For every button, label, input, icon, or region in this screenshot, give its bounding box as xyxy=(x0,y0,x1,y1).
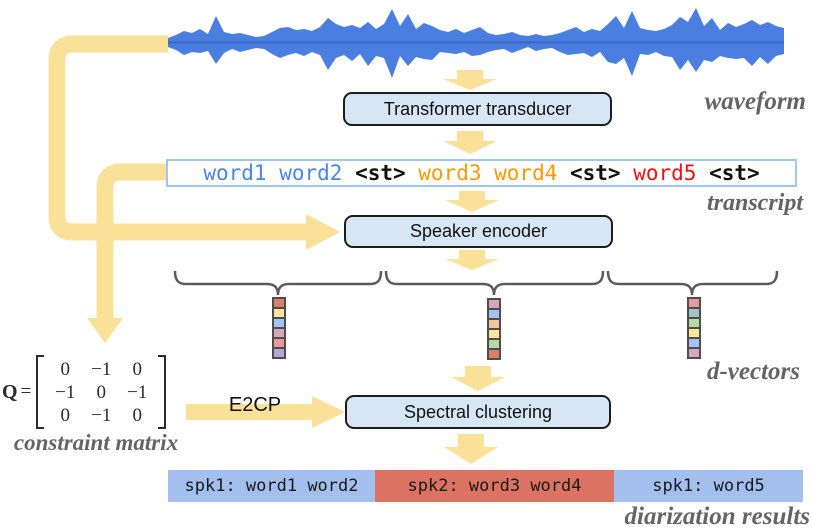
matrix-cell: 0 xyxy=(83,381,119,404)
transcript-token: word3 xyxy=(406,161,482,185)
diarization-segment: spk1: word1 word2 xyxy=(168,470,375,502)
speaker-encoder-arrowhead xyxy=(306,214,340,250)
matrix-cell: 0 xyxy=(119,358,155,381)
transcript-label: transcript xyxy=(600,190,803,217)
waveform-centerline xyxy=(168,41,784,44)
matrix-symbol: Q xyxy=(2,381,18,404)
diarization-bar: spk1: word1 word2spk2: word3 word4spk1: … xyxy=(168,470,803,502)
transformer-transducer-box: Transformer transducer xyxy=(343,92,612,126)
transcript-token: <st> xyxy=(696,161,759,185)
speaker-encoder-box: Speaker encoder xyxy=(344,215,613,248)
transformer-transducer-label: Transformer transducer xyxy=(384,99,571,120)
e2cp-label: E2CP xyxy=(200,394,310,417)
matrix-cell: 0 xyxy=(119,404,155,427)
constraint-matrix: Q = 0−10−10−10−10 xyxy=(2,355,166,429)
transcript-token: word5 xyxy=(621,161,697,185)
matrix-cell: −1 xyxy=(119,381,155,404)
d-vector-cell xyxy=(687,347,701,359)
speaker-encoder-label: Speaker encoder xyxy=(410,221,547,242)
waveform xyxy=(166,6,786,82)
d-vector-cell xyxy=(272,347,286,359)
arrow-transducer-to-transcript xyxy=(443,131,497,154)
d-vectors-label: d-vectors xyxy=(600,358,800,386)
arrow-speaker-encoder-to-dvectors xyxy=(445,250,499,270)
segment-brace-1 xyxy=(175,271,381,295)
spectral-clustering-label: Spectral clustering xyxy=(404,402,552,423)
arrow-dvectors-to-spectral xyxy=(451,366,505,391)
transcript-to-matrix-pipe xyxy=(105,172,166,319)
matrix-equals: = xyxy=(21,381,32,403)
transcript-token: word1 xyxy=(203,161,266,185)
segment-brace-3 xyxy=(608,271,777,295)
matrix-left-bracket xyxy=(36,355,44,429)
transcript-token: <st> xyxy=(342,161,405,185)
arrow-transcript-to-speaker-encoder xyxy=(445,191,499,212)
matrix-cell: 0 xyxy=(47,404,83,427)
spectral-clustering-box: Spectral clustering xyxy=(345,395,611,429)
diarization-segment: spk1: word5 xyxy=(614,470,803,502)
matrix-cell: −1 xyxy=(47,381,83,404)
matrix-grid: 0−10−10−10−10 xyxy=(47,358,155,427)
transcript-token: word4 xyxy=(482,161,558,185)
d-vector-cell xyxy=(487,348,501,360)
diarization-segment: spk2: word3 word4 xyxy=(375,470,614,502)
transcript-box: word1 word2 <st> word3 word4 <st> word5 … xyxy=(166,159,797,187)
waveform-label: waveform xyxy=(600,88,806,116)
arrow-spectral-to-results xyxy=(444,434,498,464)
d-vector-column xyxy=(687,297,701,359)
segment-brace-2 xyxy=(386,271,603,295)
matrix-right-bracket xyxy=(158,355,166,429)
constraint-matrix-label: constraint matrix xyxy=(0,430,192,456)
matrix-cell: −1 xyxy=(83,404,119,427)
matrix-cell: 0 xyxy=(47,358,83,381)
matrix-cell: −1 xyxy=(83,358,119,381)
e2cp-arrowhead xyxy=(312,396,345,428)
diarization-results-label: diarization results xyxy=(510,503,810,531)
matrix-arrowhead xyxy=(87,318,123,343)
d-vector-column xyxy=(272,297,286,359)
d-vector-column xyxy=(487,298,501,360)
transcript-token: <st> xyxy=(557,161,620,185)
transcript-token: word2 xyxy=(267,161,343,185)
